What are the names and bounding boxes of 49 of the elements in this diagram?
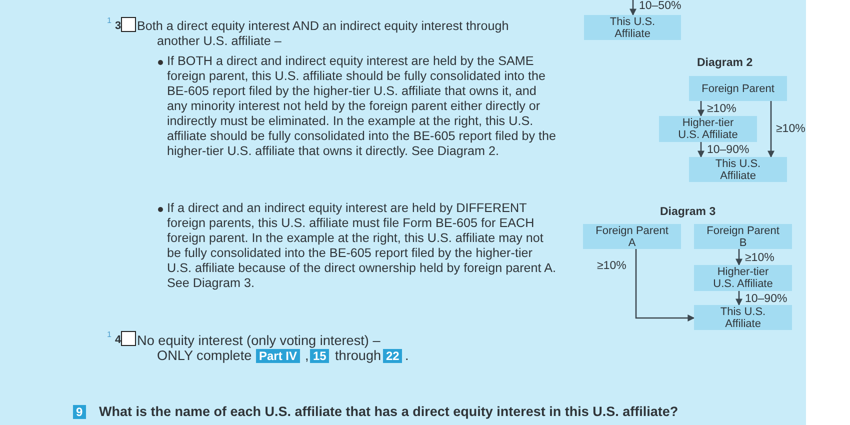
edge-label: 10–90% [707, 144, 750, 156]
process-box [689, 157, 787, 182]
process-box [694, 265, 792, 291]
edge-label: ≥10% [745, 252, 774, 264]
punctuation: , [305, 348, 309, 364]
arrow [736, 291, 742, 306]
edge-label: ≥10% [776, 123, 806, 135]
arrow [635, 249, 695, 322]
process-box [694, 305, 792, 330]
instruction-text: through [335, 348, 382, 364]
footnote-mark: 1 [107, 330, 112, 339]
question-number: 9 [73, 405, 86, 419]
edge-label: 10–50% [639, 0, 682, 12]
option-text: Both a direct equity interest AND an indirect equity interest through another U.S. affiliate – [137, 19, 510, 49]
item-reference: 15 [310, 349, 330, 363]
edge-label: ≥10% [597, 260, 626, 272]
process-box [689, 76, 787, 101]
bullet-paragraph: If a direct and an indirect equity interest are held by DIFFERENT foreign parents, this U.S. affiliate must file Form BE-605 for EACH foreign parent. In the example at the right, this U.S. affiliate may not be fully consolidated into the BE-605 report filed by the higher-tier U.S. affiliate because of the direct ownership held by foreign parent A. See Diagram 3. [167, 201, 558, 291]
item-number: 4 [115, 333, 122, 348]
arrow [736, 249, 742, 266]
footnote-mark: 1 [107, 16, 112, 25]
box-text: This U.S. Affiliate [608, 16, 656, 40]
instruction-text: ONLY complete [157, 348, 252, 364]
part-reference: Part IV [256, 349, 300, 363]
process-box [584, 15, 681, 40]
option-text: No equity interest (only voting interest) – [137, 333, 380, 348]
heading-text: Diagram 2 [697, 56, 753, 71]
item-reference: 22 [383, 349, 402, 363]
arrow [698, 142, 704, 158]
punctuation: . [405, 348, 409, 364]
heading-text: Diagram 3 [660, 205, 716, 220]
box-text: Foreign Parent [702, 82, 774, 94]
process-box [694, 224, 792, 249]
edge-label: 10–90% [745, 293, 788, 305]
process-box [659, 116, 757, 142]
box-text: This U.S. Affiliate [714, 158, 762, 182]
arrow [630, 0, 636, 16]
box-text: Foreign Parent B [706, 224, 780, 248]
process-box [583, 224, 681, 249]
item-number: 3 [115, 19, 122, 34]
question-text: What is the name of each U.S. affiliate that has a direct equity interest in this U.S. affiliate? [99, 404, 678, 420]
box-text: This U.S. Affiliate [719, 306, 767, 330]
bullet-paragraph: If BOTH a direct and indirect equity interest are held by the SAME foreign parent, this U.S. affiliate should be fully consolidated into the BE-605 report filed by the higher-tier U.S. affiliate that owns it, and any minority interest not held by the foreign parent either directly or indirectly must be eliminated. In the example at the right, this U.S. affiliate should be fully consolidated into the BE-605 report filed by the higher-tier U.S. affiliate that owns it directly. See Diagram 2. [167, 54, 558, 159]
arrow [698, 101, 704, 117]
box-text: Higher-tier U.S. Affiliate [677, 117, 739, 141]
arrow [768, 101, 774, 158]
box-text: Foreign Parent A [595, 224, 669, 248]
box-text: Higher-tier U.S. Affiliate [712, 266, 774, 290]
edge-label: ≥10% [707, 103, 736, 115]
